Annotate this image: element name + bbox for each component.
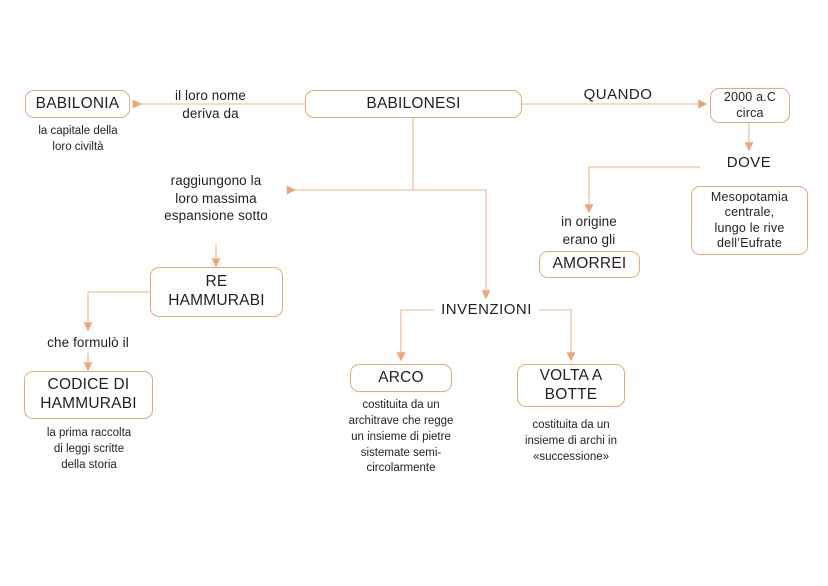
edge-re-formulo	[83, 291, 150, 332]
node-volta-a-botte[interactable]: VOLTA A BOTTE	[517, 364, 625, 407]
link-label-espansione: raggiungono la loro massima espansione s…	[164, 173, 268, 224]
node-babilonesi-label: BABILONESI	[366, 94, 461, 112]
node-arco[interactable]: ARCO	[350, 364, 452, 392]
link-label-dove: DOVE	[726, 154, 772, 171]
link-label-deriva: il loro nome deriva da	[175, 88, 246, 121]
node-arco-label: ARCO	[378, 368, 424, 386]
node-babilonesi[interactable]: BABILONESI	[305, 90, 522, 118]
node-re-hammurabi[interactable]: RE HAMMURABI	[150, 267, 283, 317]
edge-trunk-invenzioni	[413, 189, 491, 300]
node-codice[interactable]: CODICE DI HAMMURABI	[24, 371, 153, 419]
node-re-hammurabi-label: RE HAMMURABI	[168, 273, 265, 309]
node-anno-label: 2000 a.C circa	[723, 90, 777, 120]
node-codice-label: CODICE DI HAMMURABI	[40, 376, 137, 412]
node-mesopotamia[interactable]: Mesopotamia centrale, lungo le rive dell…	[691, 186, 808, 255]
caption-babilonia: la capitale della loro civiltà	[38, 125, 118, 153]
node-babilonia[interactable]: BABILONIA	[25, 90, 130, 118]
node-mesopotamia-label: Mesopotamia centrale, lungo le rive dell…	[710, 190, 789, 250]
caption-arco: costituita da un architrave che regge un…	[348, 399, 454, 475]
node-amorrei-label: AMORREI	[552, 255, 627, 273]
link-label-formulo: che formulò il	[47, 335, 129, 350]
node-babilonia-label: BABILONIA	[35, 94, 120, 112]
link-label-quando: QUANDO	[583, 86, 653, 103]
link-label-origine: in origine erano gli	[561, 214, 617, 247]
caption-codice: la prima raccolta di leggi scritte della…	[46, 427, 132, 471]
node-amorrei[interactable]: AMORREI	[539, 251, 640, 278]
node-anno[interactable]: 2000 a.C circa	[710, 88, 790, 123]
node-volta-label: VOLTA A BOTTE	[539, 366, 603, 403]
link-label-invenzioni: INVENZIONI	[441, 301, 532, 318]
edge-anno-origine	[584, 166, 700, 214]
caption-volta: costituita da un insieme di archi in «su…	[524, 419, 618, 463]
